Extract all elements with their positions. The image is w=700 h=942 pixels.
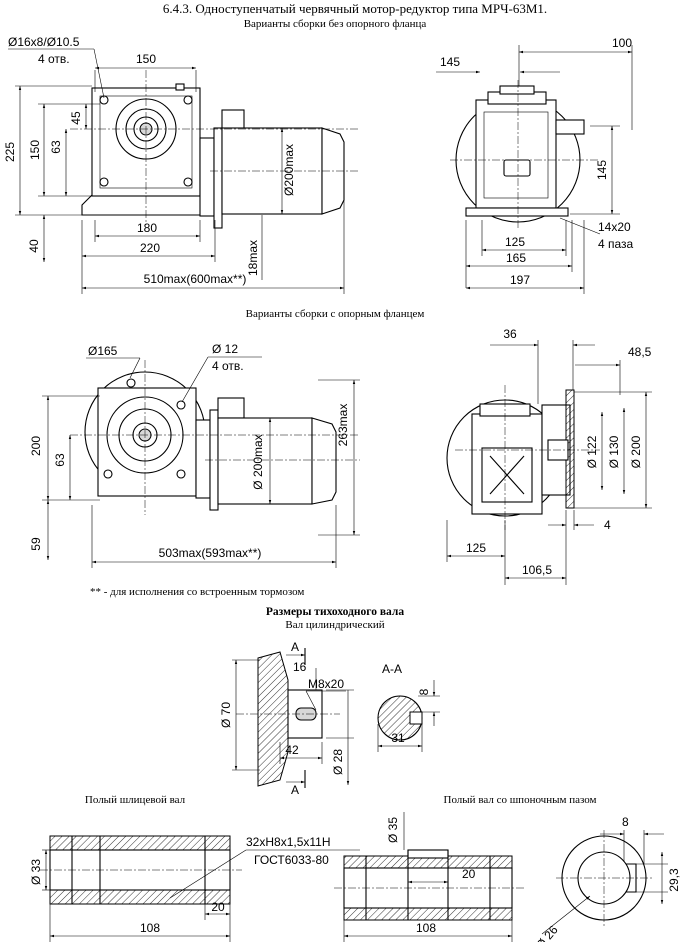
dim-200: 200 (29, 436, 43, 456)
gearbox-front-body (475, 99, 557, 209)
hollow-spline-title: Полый шлицевой вал (85, 794, 186, 806)
section-no-flange-title: Варианты сборки без опорного фланца (244, 18, 427, 30)
dim-20-key: 20 (462, 867, 476, 881)
dim-100: 100 (612, 36, 632, 50)
dim-59: 59 (29, 537, 43, 551)
dim-motor-diameter: Ø200max (282, 144, 296, 196)
dim-108-key: 108 (416, 921, 436, 935)
dim-flange-hole: Ø 12 (212, 342, 238, 356)
bolt-icon (99, 177, 109, 187)
view-side-with-flange: Ø165 Ø 12 4 отв. 200 63 59 263max Ø 200m… (29, 342, 360, 568)
view-hollow-key-shaft: Ø 35 20 108 8 29,3 Ø 26 (334, 812, 681, 942)
section-mark-A-bottom: A (291, 783, 299, 797)
footnote-brake: ** - для исполнения со встроенным тормоз… (90, 586, 304, 598)
dim-26: Ø 26 (533, 923, 561, 942)
dim-thread: M8x20 (308, 677, 344, 691)
dim-197: 197 (510, 273, 530, 287)
spline-spec: 32xH8x1,5x11H (246, 835, 331, 849)
dim-63: 63 (49, 140, 63, 154)
dim-flange-holes-count: 4 отв. (212, 359, 244, 373)
section-mark-A-top: A (291, 640, 299, 654)
dim-18max: 18max (246, 240, 260, 276)
dim-145-top: 145 (440, 55, 460, 69)
dim-125: 125 (505, 235, 525, 249)
view-output-shaft: Ø 70 A A 16 M8x20 42 Ø 28 A-A 8 31 (219, 640, 440, 797)
dim-165: 165 (506, 251, 526, 265)
terminal-box (221, 109, 245, 131)
view-front-with-flange: 36 48,5 Ø 122 Ø 130 Ø 200 4 125 106,5 (446, 327, 652, 585)
dim-225: 225 (3, 142, 17, 162)
bolt-icon (176, 400, 186, 410)
dim-150-top: 150 (136, 52, 156, 66)
dim-28: Ø 28 (331, 749, 345, 775)
hollow-key-title: Полый вал со шпоночным пазом (444, 794, 597, 806)
shaft-section-subtitle: Вал цилиндрический (285, 619, 384, 631)
dim-130: Ø 130 (607, 435, 621, 468)
dim-150-vertical: 150 (28, 140, 42, 160)
dim-slot-size: 14x20 (598, 220, 631, 234)
dim-63-flange: 63 (53, 453, 67, 467)
dim-motor-diameter-flange: Ø 200max (251, 434, 265, 489)
dim-flange-165: Ø165 (88, 344, 118, 358)
dim-35: Ø 35 (386, 817, 400, 843)
dim-holes-count: 4 отв. (38, 52, 70, 66)
dim-106-5: 106,5 (522, 563, 552, 577)
view-front-no-flange: 100 145 145 14x20 4 паза 125 165 197 (436, 36, 634, 294)
bolt-icon (103, 469, 113, 479)
dim-20: 20 (211, 900, 225, 914)
dim-31: 31 (391, 731, 405, 745)
output-shaft-end (555, 119, 585, 135)
adapter-flange (199, 137, 215, 217)
dim-145-vertical: 145 (595, 160, 609, 180)
dim-40: 40 (27, 239, 41, 253)
dim-108: 108 (140, 921, 160, 935)
dim-slot-count: 4 паза (598, 237, 634, 251)
dim-33: Ø 33 (29, 859, 43, 885)
dim-70: Ø 70 (219, 702, 233, 728)
dim-8: 8 (417, 688, 431, 695)
view-hollow-spline-shaft: Ø 33 32xH8x1,5x11H ГОСТ6033-80 20 108 (29, 835, 360, 942)
section-with-flange-title: Варианты сборки с опорным фланцем (246, 308, 425, 320)
bolt-icon (176, 469, 186, 479)
dim-122: Ø 122 (585, 435, 599, 468)
dim-200-flange: Ø 200 (629, 435, 643, 468)
dim-36: 36 (503, 327, 517, 341)
shaft-section-title: Размеры тихоходного вала (266, 606, 404, 618)
dim-29-3: 29,3 (667, 868, 681, 892)
page-title: 6.4.3. Одноступенчатый червячный мотор-р… (163, 1, 547, 16)
dim-8-key: 8 (622, 815, 629, 829)
bolt-icon (183, 177, 193, 187)
terminal-box (217, 397, 245, 419)
dim-263max: 263max (336, 404, 350, 447)
bolt-icon (99, 95, 109, 105)
dim-125-flange: 125 (466, 541, 486, 555)
dim-45: 45 (69, 111, 83, 125)
dim-220: 220 (140, 241, 160, 255)
section-label-AA: A-A (382, 662, 402, 676)
dim-48-5: 48,5 (628, 345, 652, 359)
base-plate (465, 207, 569, 217)
view-side-no-flange: 225 150 63 45 40 150 Ø16x8/Ø10.5 4 отв. … (3, 35, 360, 294)
dim-503max: 503max(593max**) (159, 546, 262, 560)
dim-hole-diameter: Ø16x8/Ø10.5 (8, 35, 80, 49)
motor-fan-cover (311, 417, 337, 505)
bolt-icon (126, 378, 136, 388)
dim-510max: 510max(600max**) (144, 272, 247, 286)
bolt-icon (183, 95, 193, 105)
dim-180: 180 (137, 221, 157, 235)
motor-body (217, 417, 313, 505)
dim-42: 42 (285, 743, 299, 757)
dim-4: 4 (604, 518, 611, 532)
spline-standard: ГОСТ6033-80 (254, 853, 329, 867)
dim-16: 16 (293, 660, 307, 674)
